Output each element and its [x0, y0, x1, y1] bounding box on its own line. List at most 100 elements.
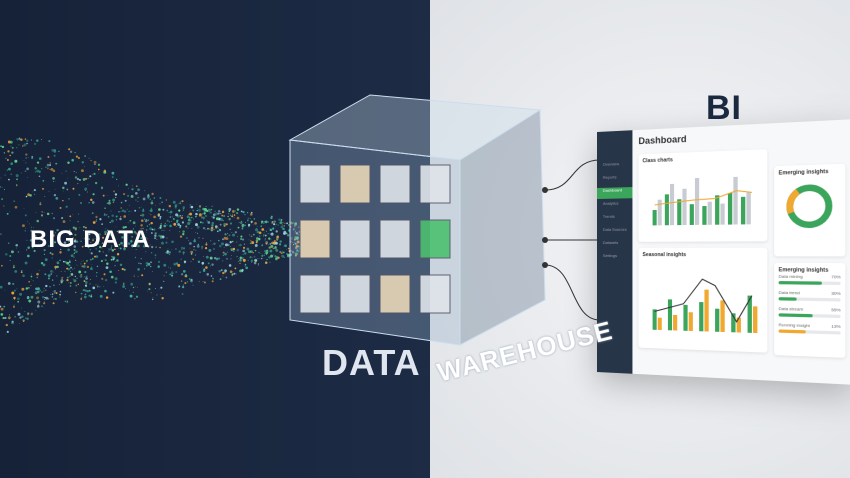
particle — [154, 232, 157, 235]
particle — [7, 242, 10, 245]
particle — [263, 254, 266, 257]
particle — [54, 232, 57, 234]
particle — [7, 282, 11, 285]
particle — [179, 215, 182, 218]
particle — [129, 294, 133, 298]
particle — [268, 246, 271, 249]
particle — [86, 289, 89, 293]
sidebar-item[interactable]: Settings — [602, 253, 618, 259]
particle — [102, 236, 105, 239]
particle — [53, 193, 57, 197]
particle — [95, 248, 97, 250]
particle — [89, 249, 91, 251]
particle — [60, 248, 62, 251]
particle — [132, 228, 134, 230]
particle — [33, 188, 36, 192]
particle — [59, 296, 61, 298]
particle — [221, 214, 224, 217]
particle — [69, 259, 71, 261]
particle — [55, 292, 58, 294]
particle — [232, 250, 235, 252]
particle — [148, 288, 151, 291]
particle — [23, 143, 27, 147]
particle — [275, 256, 278, 260]
particle — [25, 317, 27, 319]
particle — [195, 217, 197, 218]
particle — [233, 272, 236, 275]
sidebar-item[interactable]: Trends — [602, 213, 615, 219]
sidebar-item[interactable]: Dashboard — [597, 187, 633, 199]
particle — [275, 230, 278, 233]
particle — [234, 231, 237, 234]
particle — [66, 301, 69, 304]
particle — [283, 225, 286, 227]
particle — [140, 219, 144, 222]
particle — [51, 212, 53, 215]
particle — [104, 259, 107, 262]
particle — [113, 238, 116, 241]
particle — [47, 277, 50, 280]
particle — [263, 222, 265, 224]
particle — [95, 220, 98, 222]
particle — [137, 268, 140, 271]
sidebar-item[interactable]: Data Sources — [602, 226, 627, 232]
particle — [13, 289, 16, 292]
particle — [103, 273, 106, 276]
particle — [68, 198, 70, 200]
particle — [9, 211, 11, 213]
particle — [191, 216, 193, 219]
particle — [134, 256, 137, 259]
particle — [275, 246, 277, 248]
particle — [189, 247, 191, 249]
bar — [699, 302, 704, 332]
particle — [248, 225, 250, 228]
particle — [228, 264, 232, 267]
particle — [86, 261, 88, 263]
progress-track — [778, 313, 841, 319]
particle — [255, 247, 257, 249]
bar — [683, 304, 688, 331]
sidebar-item[interactable]: Datasets — [602, 239, 619, 245]
particle — [52, 177, 55, 180]
particle — [194, 254, 197, 256]
particle — [50, 270, 53, 273]
particle — [270, 244, 274, 248]
bar — [677, 199, 682, 226]
particle — [140, 224, 143, 227]
particle — [142, 208, 145, 211]
particle — [151, 200, 153, 202]
particle — [41, 291, 43, 293]
particle — [268, 256, 271, 259]
particle — [103, 169, 107, 173]
particle — [144, 268, 146, 270]
sidebar-item[interactable]: Overview — [602, 161, 620, 167]
particle — [151, 245, 154, 249]
sidebar-item[interactable]: Reports — [602, 174, 617, 180]
particle — [193, 239, 196, 243]
particle — [182, 230, 185, 233]
particle — [0, 285, 3, 289]
particle — [148, 213, 150, 214]
particle — [217, 212, 220, 215]
particle — [201, 248, 203, 250]
particle — [6, 169, 8, 171]
particle — [254, 222, 257, 225]
particle — [66, 261, 70, 265]
connector-node — [542, 187, 548, 193]
server-block — [419, 219, 451, 259]
particle — [258, 235, 261, 237]
particle — [145, 243, 147, 245]
particle — [151, 252, 153, 254]
particle — [249, 212, 253, 216]
particle — [30, 279, 32, 280]
particle — [223, 222, 227, 226]
particle — [211, 224, 214, 227]
particle — [222, 251, 225, 254]
particle — [112, 256, 116, 260]
particle — [227, 233, 229, 235]
sidebar-item[interactable]: Analytics — [602, 200, 619, 206]
particle — [90, 241, 92, 243]
particle — [294, 225, 296, 227]
